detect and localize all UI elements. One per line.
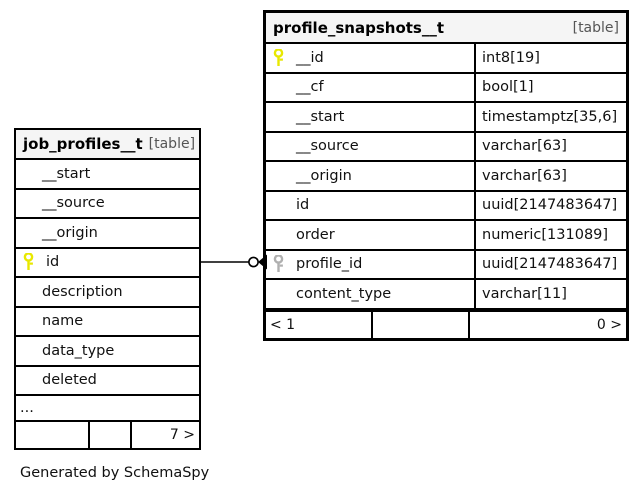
table-row[interactable]: __origin varchar[63] xyxy=(266,162,626,192)
table-footer-profile-snapshots: < 1 0 > xyxy=(266,311,626,338)
more-columns-indicator: ... xyxy=(16,396,199,422)
key-slot-empty xyxy=(266,74,292,102)
column-type: uuid[2147483647] xyxy=(474,191,626,219)
table-header-profile-snapshots: profile_snapshots__t [table] xyxy=(266,13,626,44)
key-slot-empty xyxy=(266,221,292,249)
table-box-profile-snapshots[interactable]: profile_snapshots__t [table] __id int8[1… xyxy=(263,10,629,341)
table-row[interactable]: order numeric[131089] xyxy=(266,221,626,251)
column-type: numeric[131089] xyxy=(474,221,626,249)
column-name: __origin xyxy=(296,167,352,184)
table-box-job-profiles[interactable]: job_profiles__t [table] __start __source… xyxy=(14,128,201,450)
column-name: data_type xyxy=(42,342,115,359)
table-row-primary-key[interactable]: __id int8[19] xyxy=(266,44,626,74)
column-name: id xyxy=(296,197,310,214)
key-slot-empty xyxy=(266,103,292,131)
key-slot-empty xyxy=(266,192,292,220)
generated-by-caption: Generated by SchemaSpy xyxy=(20,465,210,481)
table-row[interactable]: __start timestamptz[35,6] xyxy=(266,103,626,133)
table-row-primary-key[interactable]: id xyxy=(16,249,199,278)
key-slot-empty xyxy=(266,133,292,161)
column-type: varchar[63] xyxy=(474,162,626,190)
footer-middle-cell xyxy=(373,311,470,338)
column-name: id xyxy=(46,254,60,271)
column-name: profile_id xyxy=(296,256,363,273)
table-kind-label: [table] xyxy=(148,136,196,152)
table-row[interactable]: description xyxy=(16,278,199,308)
column-type: varchar[11] xyxy=(474,280,626,308)
footer-left-cell[interactable] xyxy=(16,422,90,448)
table-title: job_profiles__t xyxy=(23,135,143,153)
footer-left-count[interactable]: < 1 xyxy=(266,311,373,338)
table-row[interactable]: __start xyxy=(16,160,199,190)
column-type: int8[19] xyxy=(474,44,626,72)
table-footer-job-profiles: 7 > xyxy=(16,422,199,448)
column-name: deleted xyxy=(42,372,97,389)
column-name: __source xyxy=(296,138,359,155)
column-type: timestamptz[35,6] xyxy=(474,103,626,131)
table-row[interactable]: name xyxy=(16,308,199,337)
foreign-key-icon xyxy=(266,251,292,279)
column-type: uuid[2147483647] xyxy=(474,250,626,278)
column-name: description xyxy=(42,283,123,300)
column-name: __start xyxy=(42,165,91,182)
table-row[interactable]: __origin xyxy=(16,219,199,249)
primary-key-icon xyxy=(266,44,292,72)
column-name: __id xyxy=(296,49,324,66)
column-name: name xyxy=(42,313,84,330)
column-name: order xyxy=(296,226,335,243)
table-footer-wrap: < 1 0 > xyxy=(266,309,626,338)
column-name: __start xyxy=(296,108,345,125)
table-row[interactable]: deleted xyxy=(16,367,199,396)
table-header-job-profiles: job_profiles__t [table] xyxy=(16,130,199,160)
footer-right-count[interactable]: 7 > xyxy=(169,427,195,443)
table-row[interactable]: __source xyxy=(16,190,199,219)
column-name: __origin xyxy=(42,224,98,241)
relationship-connector[interactable] xyxy=(199,248,267,276)
key-slot-empty xyxy=(266,162,292,190)
column-type: bool[1] xyxy=(474,73,626,101)
footer-right-count[interactable]: 0 > xyxy=(596,316,622,333)
column-name: content_type xyxy=(296,285,392,302)
key-slot-empty xyxy=(266,280,292,308)
table-title: profile_snapshots__t xyxy=(273,18,445,37)
table-row-foreign-key[interactable]: profile_id uuid[2147483647] xyxy=(266,250,626,280)
table-row[interactable]: id uuid[2147483647] xyxy=(266,191,626,221)
table-kind-label: [table] xyxy=(572,19,619,36)
column-name: __source xyxy=(42,195,105,212)
footer-middle-cell xyxy=(90,422,132,448)
column-name: __cf xyxy=(296,79,324,96)
column-type: varchar[63] xyxy=(474,132,626,160)
table-row[interactable]: __source varchar[63] xyxy=(266,132,626,162)
table-row[interactable]: data_type xyxy=(16,337,199,367)
table-row[interactable]: __cf bool[1] xyxy=(266,73,626,103)
primary-key-icon xyxy=(16,249,42,277)
table-row[interactable]: content_type varchar[11] xyxy=(266,280,626,310)
